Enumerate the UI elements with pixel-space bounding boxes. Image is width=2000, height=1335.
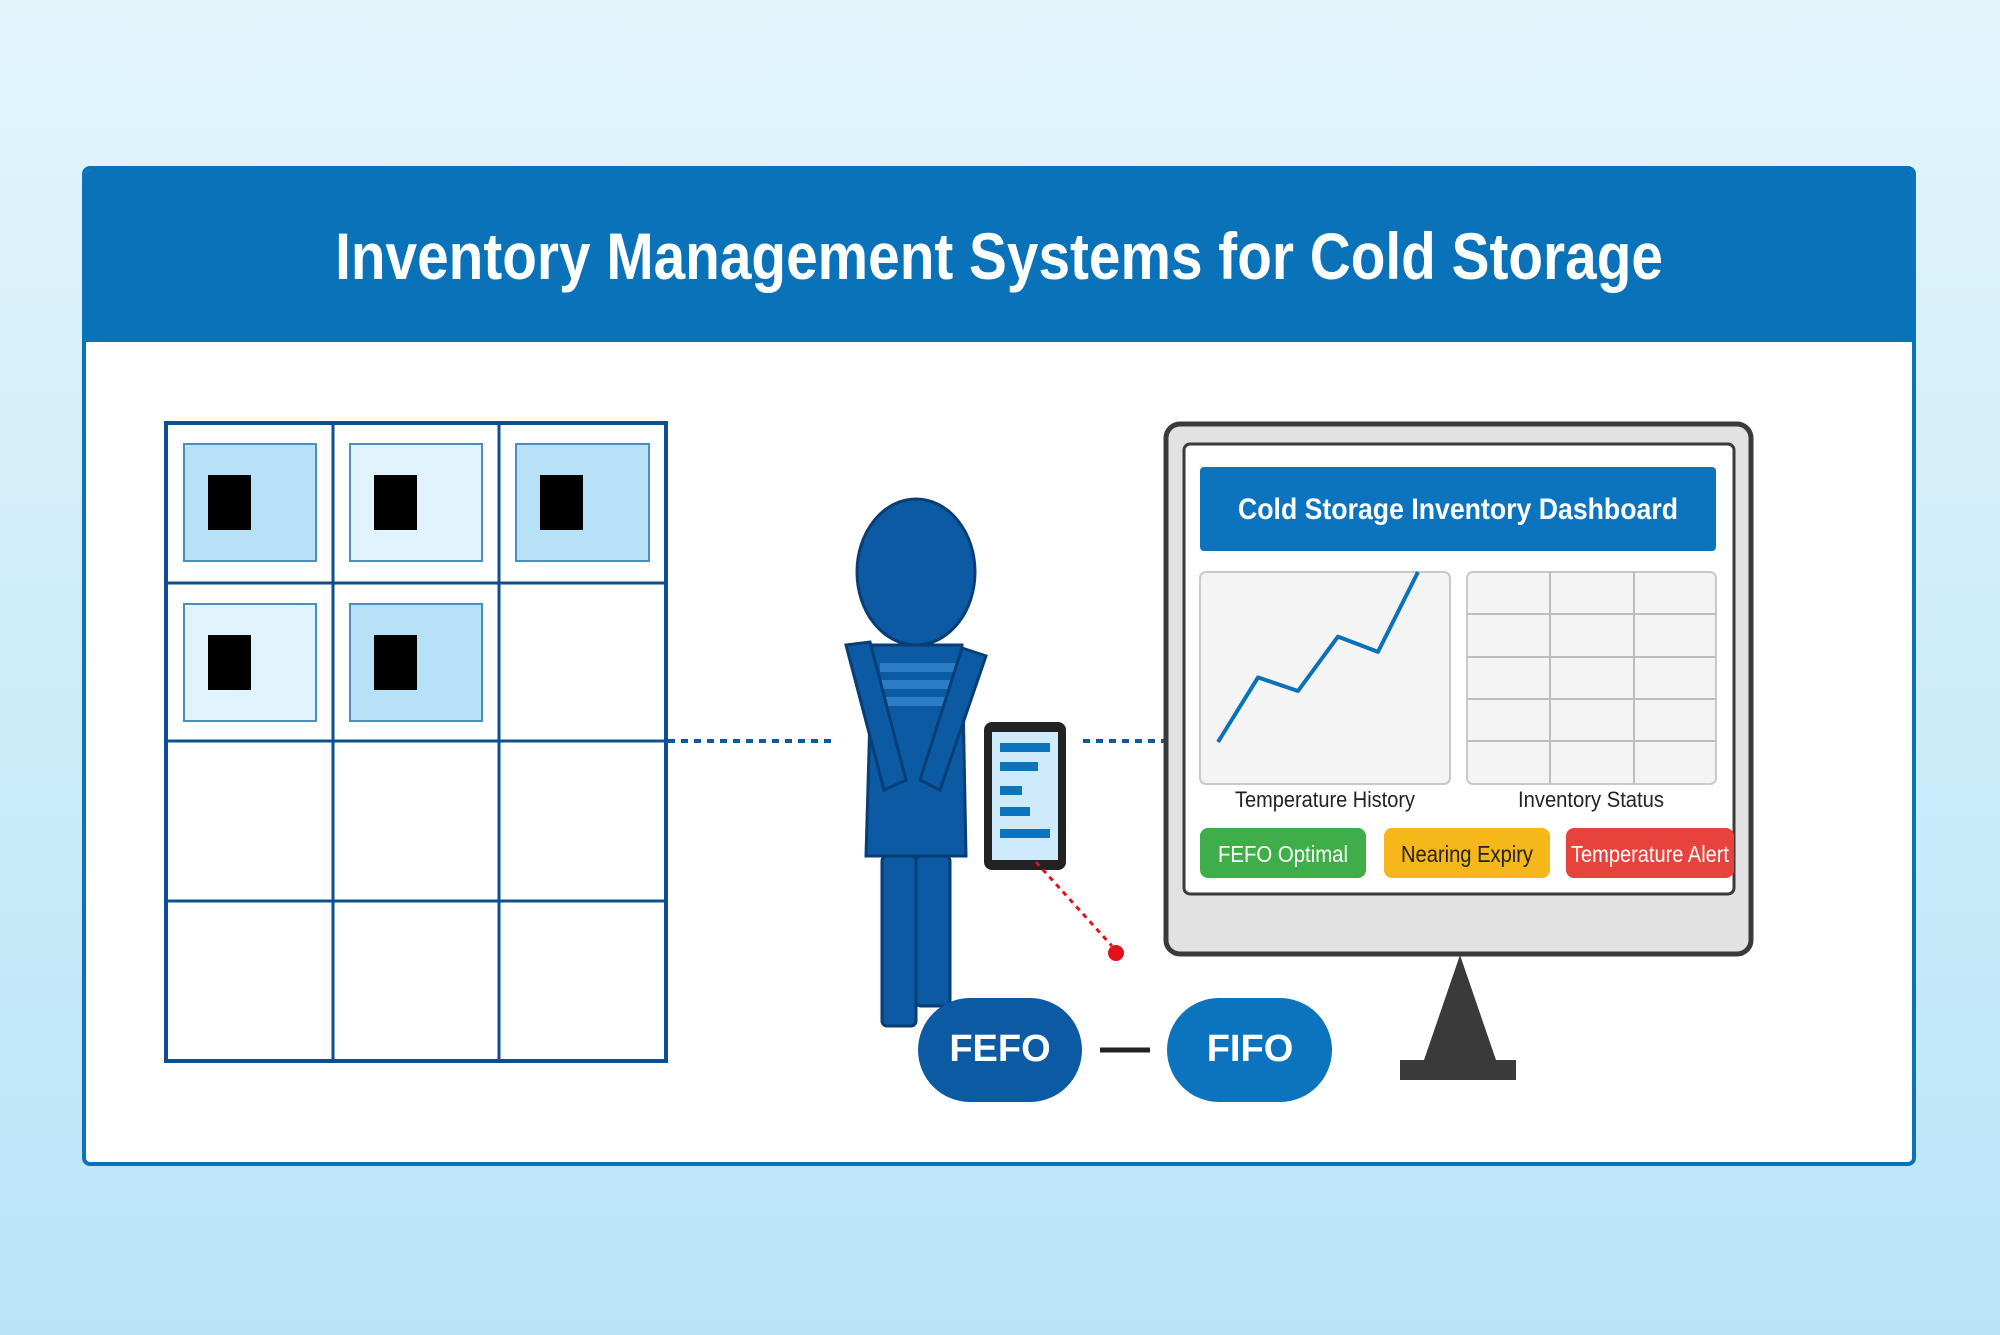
dashboard-header bbox=[1200, 467, 1716, 551]
badge-label: Nearing Expiry bbox=[1401, 841, 1533, 867]
temperature-chart-panel bbox=[1199, 571, 1451, 785]
badge-label: FEFO Optimal bbox=[1218, 841, 1348, 867]
scan-beam bbox=[1034, 860, 1114, 948]
page-title: Inventory Management Systems for Cold St… bbox=[335, 219, 1663, 293]
worker-head bbox=[855, 497, 977, 647]
monitor: Cold Storage Inventory Dashboard Tempera… bbox=[1163, 421, 1754, 1080]
stored-box bbox=[349, 603, 483, 722]
temperature-chart bbox=[1216, 571, 1420, 744]
stored-box bbox=[183, 603, 317, 722]
worker-arm-right bbox=[918, 646, 988, 793]
inventory-table bbox=[1466, 571, 1717, 785]
badge-fefo-optimal: FEFO Optimal bbox=[1200, 828, 1366, 878]
title-banner: Inventory Management Systems for Cold St… bbox=[86, 170, 1912, 342]
fifo-pill-bg bbox=[1167, 998, 1332, 1102]
fifo-pill: FIFO bbox=[1167, 998, 1332, 1102]
fefo-pill-bg bbox=[918, 998, 1082, 1102]
monitor-stand bbox=[1424, 955, 1496, 1060]
table-caption: Inventory Status bbox=[1518, 787, 1664, 812]
stored-box bbox=[515, 443, 650, 562]
worker-leg-left bbox=[880, 854, 918, 1028]
worker-figure bbox=[844, 497, 988, 1028]
tablet-icon bbox=[984, 722, 1066, 870]
worker-arm-left bbox=[844, 640, 908, 793]
badge-label: Temperature Alert bbox=[1571, 841, 1730, 867]
temperature-series-line bbox=[1216, 571, 1420, 744]
fefo-label: FEFO bbox=[949, 1028, 1050, 1070]
chart-caption: Temperature History bbox=[1235, 787, 1415, 812]
monitor-base bbox=[1400, 1060, 1516, 1080]
storage-rack bbox=[164, 421, 668, 1063]
worker-leg-right bbox=[914, 854, 952, 1008]
fifo-label: FIFO bbox=[1207, 1028, 1294, 1070]
stored-box bbox=[349, 443, 483, 562]
badge-temperature-alert: Temperature Alert bbox=[1566, 828, 1734, 878]
stored-box bbox=[183, 443, 317, 562]
fefo-pill: FEFO bbox=[918, 998, 1082, 1102]
badge-nearing-expiry: Nearing Expiry bbox=[1384, 828, 1550, 878]
scan-dot bbox=[1108, 945, 1124, 961]
dashboard-title: Cold Storage Inventory Dashboard bbox=[1238, 493, 1678, 526]
